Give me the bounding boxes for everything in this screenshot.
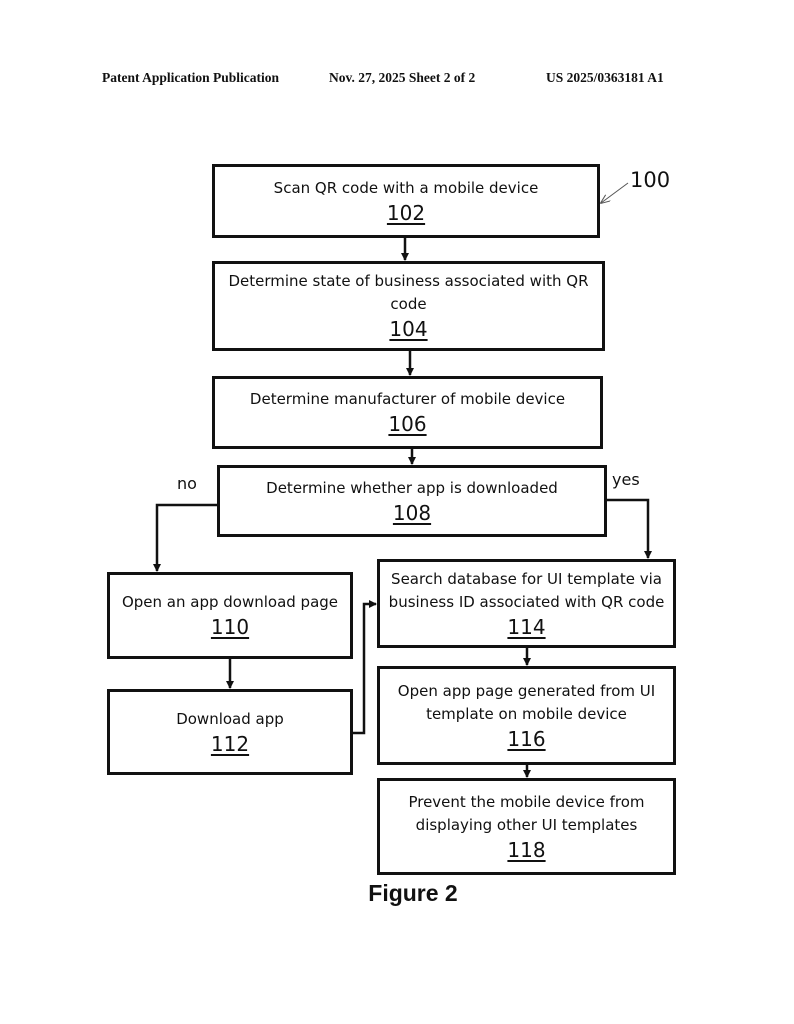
step-108-ref: 108 xyxy=(392,500,432,525)
edge-108-114-yes xyxy=(605,498,652,559)
step-116: Open app page generated from UI template… xyxy=(377,666,676,765)
step-116-text: Open app page generated from UI template… xyxy=(397,681,656,723)
step-112-ref: 112 xyxy=(210,731,250,756)
step-106: Determine manufacturer of mobile device … xyxy=(212,376,603,449)
step-118-text: Prevent the mobile device from displayin… xyxy=(408,792,645,834)
step-102-ref: 102 xyxy=(386,200,426,225)
step-114-ref: 114 xyxy=(507,614,546,639)
step-102-text: Scan QR code with a mobile device xyxy=(273,178,539,197)
step-110-text: Open an app download page xyxy=(121,593,339,611)
branch-label-yes: yes xyxy=(612,470,640,489)
step-110: Open an app download page 110 xyxy=(107,572,353,659)
step-114: Search database for UI template via busi… xyxy=(377,559,676,648)
figure-caption: Figure 2 xyxy=(368,880,458,906)
step-114-text: Search database for UI template via busi… xyxy=(388,569,665,611)
step-102: Scan QR code with a mobile device 102 xyxy=(212,164,600,238)
step-104: Determine state of business associated w… xyxy=(212,261,605,351)
step-110-ref: 110 xyxy=(210,615,250,639)
step-108: Determine whether app is downloaded 108 xyxy=(217,465,607,537)
step-104-text: Determine state of business associated w… xyxy=(228,272,589,313)
step-108-text: Determine whether app is downloaded xyxy=(266,478,558,497)
step-112-text: Download app xyxy=(176,709,284,728)
header-publication-label: Patent Application Publication xyxy=(102,70,280,85)
step-118-ref: 118 xyxy=(507,837,546,862)
step-106-ref: 106 xyxy=(388,412,427,436)
step-116-ref: 116 xyxy=(507,726,546,751)
reference-pointer-arrow xyxy=(601,182,629,203)
step-112: Download app 112 xyxy=(107,689,353,775)
header-date-sheet: Nov. 27, 2025 Sheet 2 of 2 xyxy=(329,70,476,85)
edge-112-114 xyxy=(351,600,377,735)
header-patent-number: US 2025/0363181 A1 xyxy=(546,70,664,85)
step-104-ref: 104 xyxy=(389,317,428,341)
step-118: Prevent the mobile device from displayin… xyxy=(377,778,676,875)
step-106-text: Determine manufacturer of mobile device xyxy=(249,390,566,408)
edge-108-110-no xyxy=(153,503,218,572)
reference-number-100: 100 xyxy=(630,168,671,192)
branch-label-no: no xyxy=(177,474,197,493)
